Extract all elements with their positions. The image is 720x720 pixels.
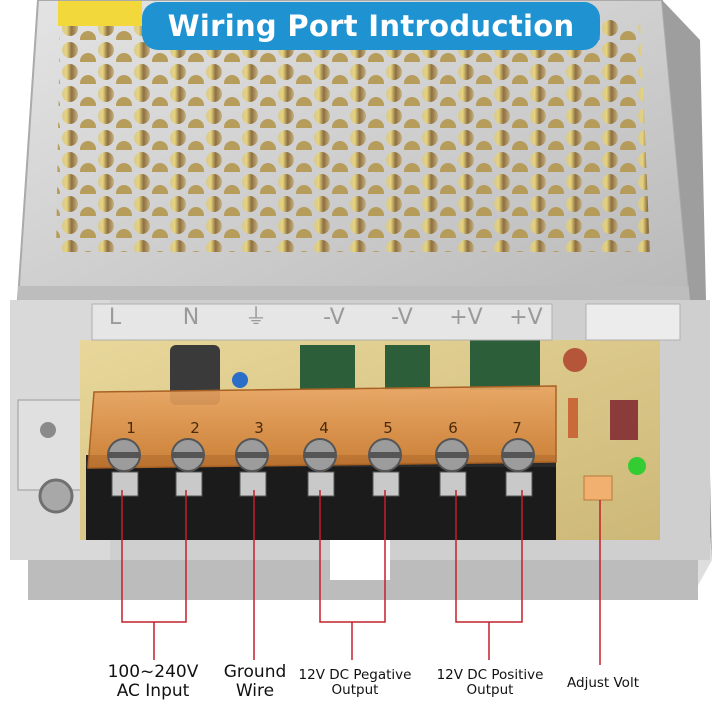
screw-icon: [435, 438, 469, 497]
terminal-number-6: 6: [448, 419, 458, 437]
screw-icon: [368, 438, 402, 497]
leader-lines: [121, 490, 601, 665]
label-neg-output: 12V DC Pegative Output: [290, 668, 420, 698]
terminal-number-3: 3: [254, 419, 264, 437]
terminal-number-1: 1: [126, 419, 136, 437]
terminal-number-2: 2: [190, 419, 200, 437]
screw-icon: [235, 438, 269, 497]
screw-icon: [107, 438, 141, 497]
label-ground-line2: Wire: [235, 680, 275, 701]
status-led: [628, 457, 646, 475]
label-pos-output-line2: Output: [466, 681, 514, 698]
label-ac-input-line2: AC Input: [116, 680, 190, 701]
label-neg-output-line2: Output: [331, 681, 379, 698]
label-pos-output: 12V DC Positive Output: [428, 668, 552, 698]
adjust-potentiometer: [583, 475, 613, 501]
terminal-screws: [107, 438, 535, 497]
symbol-pos-1: +V: [449, 305, 483, 330]
screw-icon: [303, 438, 337, 497]
label-pos-output-line1: 12V DC Positive: [436, 667, 544, 683]
symbol-live: L: [108, 305, 122, 330]
leader-pos-output: [455, 490, 523, 623]
symbol-pos-2: +V: [509, 305, 543, 330]
screw-icon: [501, 438, 535, 497]
label-adjust-volt: Adjust Volt: [567, 675, 639, 691]
terminal-label-strip: [91, 303, 681, 341]
terminal-number-7: 7: [512, 419, 522, 437]
page-title: Wiring Port Introduction: [142, 2, 600, 50]
symbol-neg-1: -V: [323, 305, 345, 330]
symbol-ground: ⏚: [244, 305, 267, 330]
screw-icon: [171, 438, 205, 497]
label-neg-output-line1: 12V DC Pegative: [298, 667, 412, 683]
terminal-number-5: 5: [383, 419, 393, 437]
symbol-neutral: N: [182, 305, 200, 330]
label-ground-wire: Ground Wire: [210, 663, 300, 700]
label-ground-line1: Ground: [223, 662, 287, 682]
terminal-number-4: 4: [319, 419, 329, 437]
symbol-neg-2: -V: [391, 305, 413, 330]
perforated-cover: [16, 0, 692, 302]
leader-ac-input: [121, 490, 187, 623]
label-ac-input-line1: 100~240V: [107, 662, 199, 682]
label-ac-input: 100~240V AC Input: [98, 663, 208, 700]
